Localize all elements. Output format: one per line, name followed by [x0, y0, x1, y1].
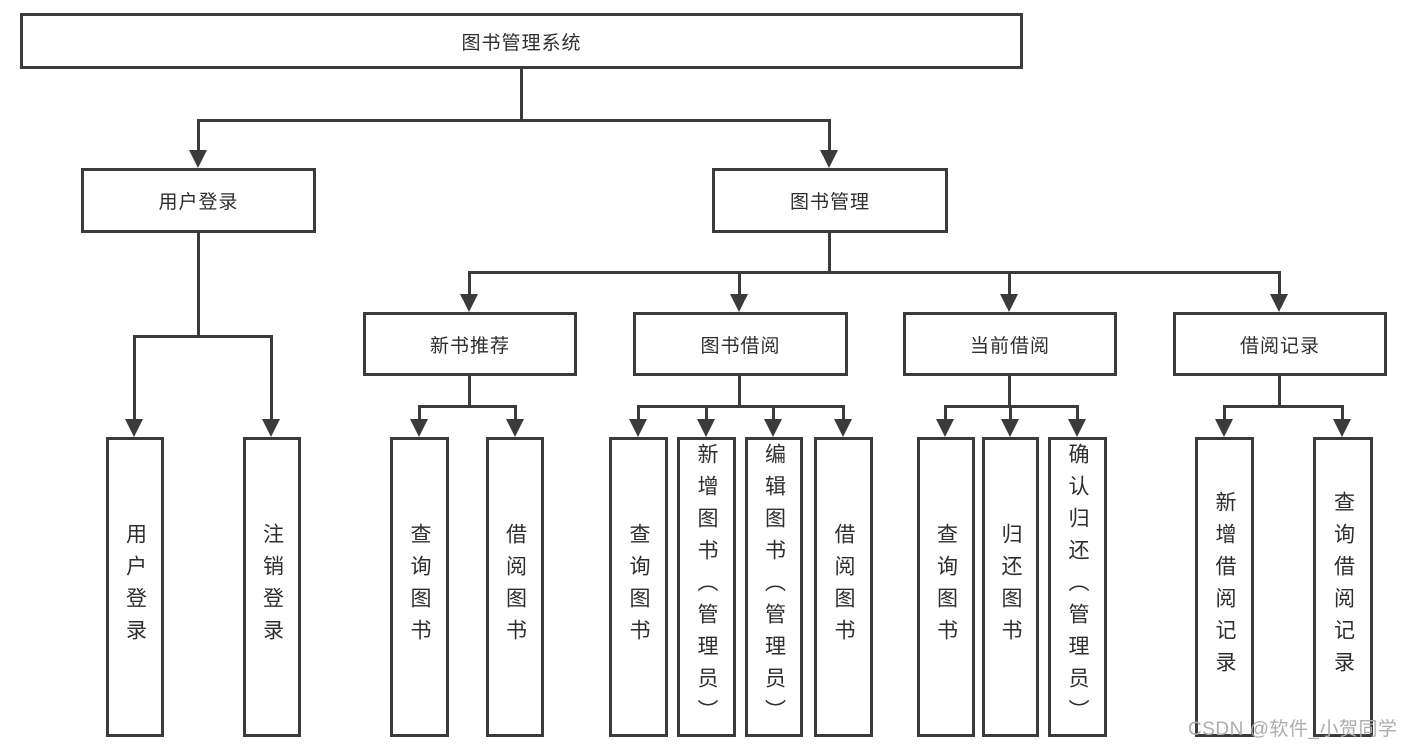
connector-arrowhead [410, 419, 428, 437]
node-label: 借阅图书 [832, 523, 855, 651]
node-label: 用户登录 [158, 192, 239, 213]
connector-line [514, 406, 517, 421]
node-label: 查询借阅记录 [1331, 491, 1355, 683]
node-label: 用户登录 [123, 523, 147, 651]
node-leaf-query-book-3: 查询图书 [917, 437, 975, 737]
node-label: 查询图书 [934, 523, 958, 651]
node-label: 查询图书 [627, 523, 650, 651]
node-current-borrowing: 当前借阅 [903, 312, 1117, 376]
node-leaf-logout: 注销登录 [243, 437, 301, 737]
connector-arrowhead [820, 150, 838, 168]
connector-arrowhead [697, 419, 715, 437]
connector-line [270, 336, 273, 421]
node-library-management-system: 图书管理系统 [20, 13, 1023, 69]
connector-line [1076, 406, 1079, 421]
connector-line [197, 233, 200, 338]
node-label: 归还图书 [999, 523, 1022, 651]
connector-line [520, 69, 523, 122]
connector-line [418, 406, 421, 421]
connector-line [1278, 272, 1281, 296]
connector-line [1223, 405, 1344, 408]
node-label: 查询图书 [408, 523, 431, 651]
connector-line [637, 405, 845, 408]
connector-line [828, 119, 831, 152]
node-leaf-add-book-admin: 新增图书（管理员） [677, 437, 736, 737]
node-label: 图书借阅 [700, 335, 781, 357]
csdn-watermark: CSDN @软件_小贺同学 [1188, 719, 1398, 740]
node-leaf-query-borrow-record: 查询借阅记录 [1313, 437, 1373, 737]
node-leaf-user-login: 用户登录 [106, 437, 164, 737]
connector-arrowhead [125, 419, 143, 437]
node-label: 确认归还（管理员） [1066, 443, 1089, 731]
node-leaf-return-book: 归还图书 [982, 437, 1039, 737]
node-leaf-query-book-1: 查询图书 [390, 437, 449, 737]
node-label: 借阅图书 [503, 523, 527, 651]
connector-line [1008, 376, 1011, 408]
node-borrowing-records: 借阅记录 [1173, 312, 1387, 376]
connector-line [738, 376, 741, 408]
connector-arrowhead [506, 419, 524, 437]
connector-line [1278, 376, 1281, 408]
connector-line [468, 376, 471, 408]
node-label: 注销登录 [260, 523, 284, 651]
node-label: 新书推荐 [429, 335, 510, 357]
connector-line [1008, 272, 1011, 296]
connector-line [197, 119, 200, 152]
connector-arrowhead [1000, 294, 1018, 312]
node-label: 新增借阅记录 [1213, 491, 1236, 683]
node-leaf-query-book-2: 查询图书 [609, 437, 668, 737]
connector-arrowhead [1001, 419, 1019, 437]
node-label: 新增图书（管理员） [695, 443, 718, 731]
connector-line [828, 233, 831, 274]
connector-line [1009, 406, 1012, 421]
node-label: 图书管理 [789, 192, 870, 213]
connector-arrowhead [730, 294, 748, 312]
node-leaf-borrow-book-2: 借阅图书 [814, 437, 873, 737]
node-new-book-recommend: 新书推荐 [363, 312, 577, 376]
connector-arrowhead [834, 419, 852, 437]
connector-line [772, 406, 775, 421]
connector-line [1341, 406, 1344, 421]
connector-arrowhead [1068, 419, 1086, 437]
connector-line [418, 405, 517, 408]
connector-line [468, 271, 1281, 274]
connector-arrowhead [460, 294, 478, 312]
connector-arrowhead [936, 419, 954, 437]
connector-arrowhead [189, 150, 207, 168]
connector-line [468, 272, 471, 296]
node-book-management: 图书管理 [712, 168, 948, 233]
node-book-borrowing: 图书借阅 [633, 312, 848, 376]
node-leaf-edit-book-admin: 编辑图书（管理员） [745, 437, 803, 737]
node-label: 图书管理系统 [461, 32, 582, 54]
connector-line [944, 406, 947, 421]
connector-arrowhead [764, 419, 782, 437]
node-label: 编辑图书（管理员） [762, 443, 786, 731]
connector-arrowhead [1333, 419, 1351, 437]
node-label: 当前借阅 [969, 335, 1050, 357]
connector-line [197, 119, 831, 122]
node-leaf-borrow-book-1: 借阅图书 [486, 437, 544, 737]
connector-line [133, 335, 273, 338]
connector-line [637, 406, 640, 421]
connector-line [842, 406, 845, 421]
connector-arrowhead [1215, 419, 1233, 437]
connector-line [1223, 406, 1226, 421]
connector-line [705, 406, 708, 421]
connector-arrowhead [262, 419, 280, 437]
node-label: 借阅记录 [1239, 335, 1320, 357]
node-leaf-add-borrow-record: 新增借阅记录 [1195, 437, 1254, 737]
connector-arrowhead [1270, 294, 1288, 312]
connector-arrowhead [629, 419, 647, 437]
connector-line [133, 336, 136, 421]
node-user-login: 用户登录 [81, 168, 316, 233]
connector-line [738, 272, 741, 296]
node-leaf-confirm-return-admin: 确认归还（管理员） [1048, 437, 1107, 737]
